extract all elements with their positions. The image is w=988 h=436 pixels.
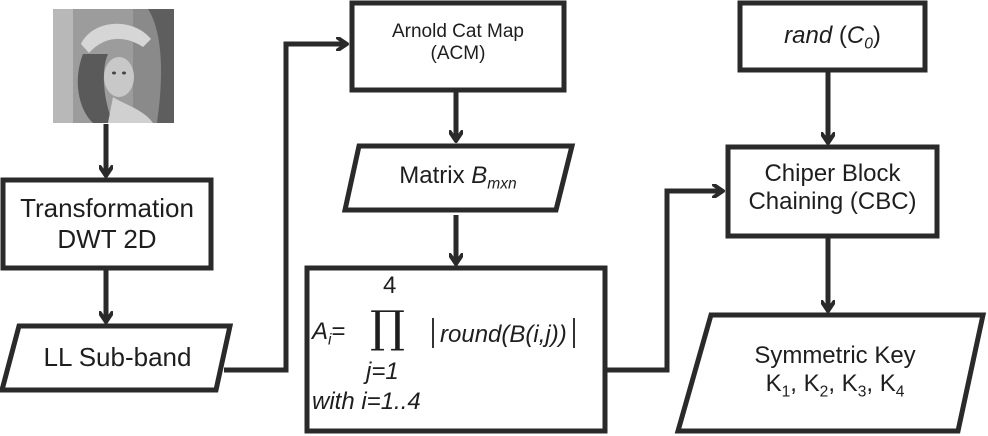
key-4-sub: 4 xyxy=(895,383,905,401)
formula-block: Ai= 4 ∏ j=1 round(B(i,j)) with i=1..4 xyxy=(310,268,610,428)
product-symbol-icon: ∏ xyxy=(370,302,406,353)
abs-bar-left xyxy=(432,318,434,348)
transformation-line1: Transformation xyxy=(20,193,194,223)
key-3: K3 xyxy=(841,370,867,400)
formula-lhs-var: A xyxy=(312,318,329,345)
matrix-label: Matrix Bmxn xyxy=(352,162,564,193)
cbc-line2: Chaining (CBC) xyxy=(748,188,917,216)
portrait-photo-icon xyxy=(53,9,174,123)
key-1-sub: 1 xyxy=(781,383,791,401)
edge-formula-to-cbc xyxy=(605,191,723,373)
key-3-sub: 3 xyxy=(857,383,867,401)
symmetric-key-label: Symmetric Key K1, K2, K3, K4 xyxy=(700,342,970,400)
key-4: K4 xyxy=(879,370,905,400)
key-separator: , xyxy=(790,370,804,398)
rand-func: rand xyxy=(784,22,833,49)
matrix-sub: mxn xyxy=(487,175,517,193)
formula-lower-limit: j=1 xyxy=(366,358,399,385)
formula-upper-limit: 4 xyxy=(383,272,397,299)
key-1: K1 xyxy=(765,370,791,400)
transformation-line2: DWT 2D xyxy=(57,223,157,254)
symmetric-key-line1: Symmetric Key xyxy=(754,342,916,369)
key-2-sub: 2 xyxy=(819,383,829,401)
matrix-text: Matrix xyxy=(399,162,472,189)
rand-sub: 0 xyxy=(864,35,873,53)
acm-label: Arnold Cat Map (ACM) xyxy=(352,21,564,66)
key-1-base: K xyxy=(765,370,782,398)
key-3-base: K xyxy=(841,370,858,398)
formula-equals: = xyxy=(331,318,346,345)
ll-subband-label: LL Sub-band xyxy=(43,342,192,372)
symmetric-key-parallelogram xyxy=(674,312,987,434)
rand-close: ) xyxy=(872,22,881,49)
cbc-line1: Chiper Block xyxy=(764,160,901,187)
formula-body: round(B(i,j)) xyxy=(426,318,581,349)
key-2: K2 xyxy=(803,370,829,400)
symmetric-key-keys: K1, K2, K3, K4 xyxy=(700,370,970,400)
formula-lhs-sub: i xyxy=(328,331,332,349)
edge-ll-to-acm xyxy=(224,44,347,373)
rand-label: rand (C0) xyxy=(740,22,925,53)
key-separator: , xyxy=(866,370,880,398)
cbc-box xyxy=(725,144,940,239)
formula-lhs: Ai= xyxy=(312,318,346,349)
matrix-parallelogram xyxy=(341,143,576,213)
key-2-base: K xyxy=(803,370,820,398)
abs-bar-right xyxy=(572,318,575,348)
key-4-base: K xyxy=(879,370,896,398)
formula-body-text: round(B(i,j)) xyxy=(440,321,567,348)
formula-box xyxy=(304,265,608,434)
rand-box xyxy=(737,0,928,73)
cbc-label: Chiper Block Chaining (CBC) xyxy=(728,160,937,217)
key-separator: , xyxy=(828,370,842,398)
rand-var: C xyxy=(846,22,865,49)
acm-line2: (ACM) xyxy=(430,43,486,65)
ll-subband-parallelogram xyxy=(0,323,234,393)
formula-note: with i=1..4 xyxy=(312,388,421,415)
acm-line1: Arnold Cat Map xyxy=(391,21,524,42)
transformation-label: Transformation DWT 2D xyxy=(3,193,211,254)
matrix-var: B xyxy=(471,162,488,189)
rand-open: ( xyxy=(832,22,847,49)
